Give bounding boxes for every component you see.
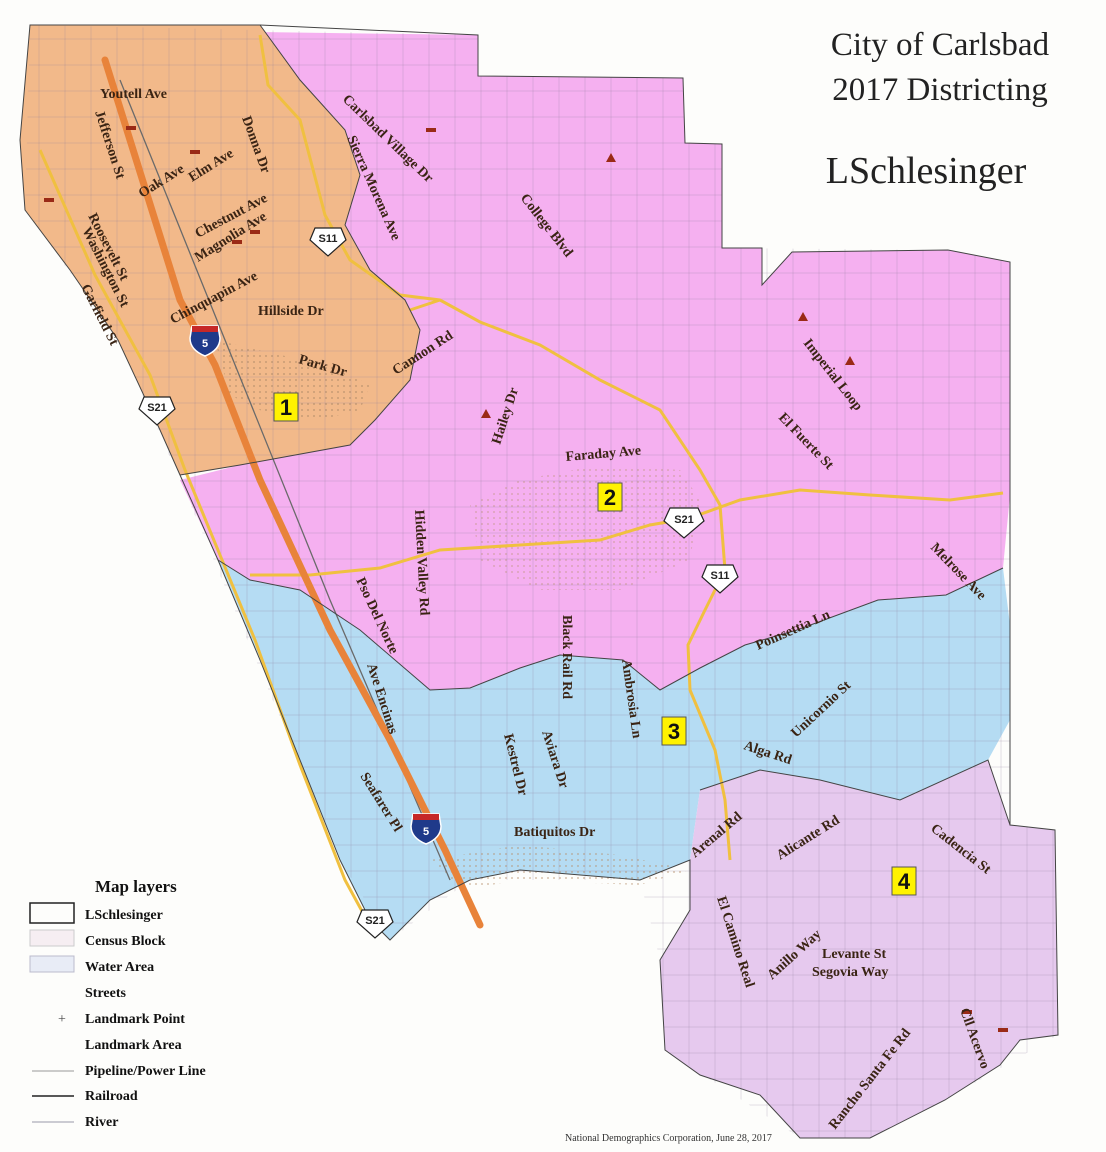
legend-item: Water Area bbox=[85, 960, 154, 975]
legend-item: Landmark Area bbox=[85, 1038, 182, 1053]
legend-item: Landmark Point bbox=[85, 1012, 185, 1027]
street-label: Faraday Ave bbox=[565, 443, 642, 465]
street-label: Black Rail Rd bbox=[559, 615, 574, 699]
plan-name: LSchlesinger bbox=[826, 150, 1027, 192]
airport-area bbox=[470, 465, 700, 590]
street-label: Levante St bbox=[822, 947, 887, 962]
legend-item: LSchlesinger bbox=[85, 908, 163, 923]
svg-text:S21: S21 bbox=[674, 514, 694, 526]
legend-swatch-water bbox=[29, 955, 75, 973]
map-title-line1: City of Carlsbad bbox=[831, 27, 1050, 63]
interstate-shield: 5 bbox=[189, 325, 221, 357]
route-shield-s21: S21 bbox=[663, 507, 705, 539]
district-borders bbox=[19, 24, 1059, 1139]
svg-text:S11: S11 bbox=[319, 233, 338, 245]
svg-text:1: 1 bbox=[280, 395, 292, 420]
svg-text:5: 5 bbox=[202, 338, 208, 350]
district-label-3: 3 bbox=[661, 716, 687, 746]
street-label: Hidden Valley Rd bbox=[411, 509, 432, 616]
interstate-shield: 5 bbox=[410, 813, 442, 845]
street-label: Youtell Ave bbox=[100, 87, 167, 102]
svg-text:S21: S21 bbox=[365, 915, 385, 927]
legend-item: Railroad bbox=[85, 1089, 138, 1104]
street-label: Batiquitos Dr bbox=[514, 825, 595, 840]
svg-text:4: 4 bbox=[898, 869, 911, 894]
route-shield-s11: S11 bbox=[309, 227, 347, 257]
legend-item: Census Block bbox=[85, 934, 166, 949]
svg-text:S11: S11 bbox=[711, 570, 730, 582]
route-shield-s21: S21 bbox=[356, 909, 394, 939]
svg-text:2: 2 bbox=[604, 485, 616, 510]
street-label: Segovia Way bbox=[812, 965, 888, 980]
lagoon-area bbox=[215, 340, 370, 420]
map-credit: National Demographics Corporation, June … bbox=[565, 1133, 772, 1144]
legend-item: Pipeline/Power Line bbox=[85, 1064, 206, 1079]
legend-swatch-census bbox=[29, 929, 75, 947]
legend-swatch-plan bbox=[29, 902, 75, 924]
svg-text:5: 5 bbox=[423, 826, 429, 838]
highways bbox=[38, 34, 1004, 936]
street-label: Hillside Dr bbox=[258, 304, 324, 319]
map-legend: Map layers LSchlesinger Census Block Wat… bbox=[29, 877, 206, 1130]
route-shield-s11: S11 bbox=[701, 564, 739, 594]
legend-item: River bbox=[85, 1115, 118, 1130]
legend-title: Map layers bbox=[95, 877, 177, 896]
svg-text:S21: S21 bbox=[147, 402, 167, 414]
route-shield-s21: S21 bbox=[138, 396, 176, 426]
landmark-points bbox=[44, 126, 1008, 1032]
district-label-4: 4 bbox=[891, 866, 917, 896]
map-title-line2: 2017 Districting bbox=[832, 72, 1047, 108]
svg-text:3: 3 bbox=[668, 719, 680, 744]
district-label-1: 1 bbox=[273, 392, 299, 422]
district-label-2: 2 bbox=[597, 482, 623, 512]
legend-item: Streets bbox=[85, 986, 126, 1001]
landmark-point-icon: + bbox=[58, 1012, 66, 1027]
